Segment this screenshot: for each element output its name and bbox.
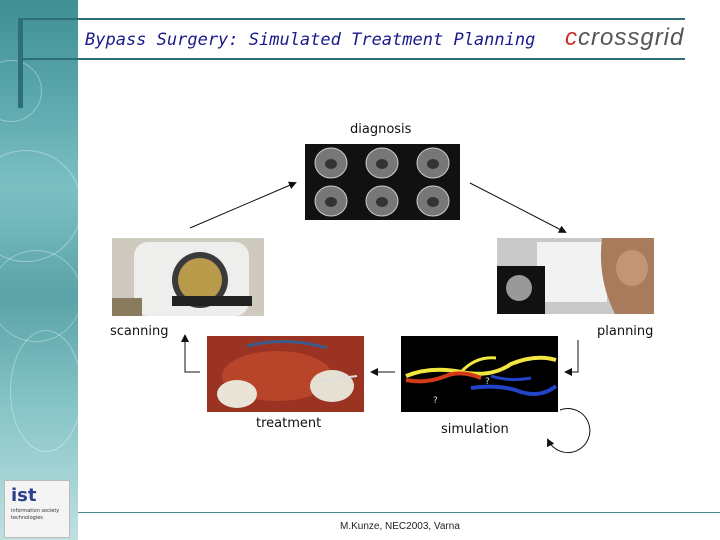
question-mark-2: ? — [433, 396, 438, 406]
question-mark-1: ? — [485, 377, 490, 387]
crossgrid-logo: ccrossgrid — [565, 24, 684, 52]
diagnosis-label: diagnosis — [350, 122, 411, 137]
title-rule-bottom — [20, 58, 685, 60]
slide-title: Bypass Surgery: Simulated Treatment Plan… — [85, 30, 535, 50]
surgery-image — [207, 336, 364, 412]
scanning-label: scanning — [110, 324, 168, 339]
arrow-treatment-to-scanning — [185, 340, 200, 372]
title-rule-vertical — [18, 18, 23, 108]
title-rule-top — [20, 18, 685, 20]
footer-citation: M.Kunze, NEC2003, Varna — [340, 521, 460, 532]
planning-label: planning — [597, 324, 653, 339]
arrow-planning-to-simulation-segment — [572, 340, 578, 372]
arrow-diagnosis-to-planning — [470, 183, 565, 232]
simulation-image: ? ? — [401, 336, 558, 412]
ct-scan-image — [305, 144, 460, 220]
footer-rule — [78, 512, 720, 513]
arrow-scanning-to-diagnosis — [190, 183, 295, 228]
ist-logo: ist information society technologies — [4, 480, 70, 538]
decorative-sidebar — [0, 0, 78, 540]
simulation-loop-arrow — [548, 409, 590, 453]
planning-image — [497, 238, 654, 314]
treatment-label: treatment — [256, 416, 321, 431]
simulation-label: simulation — [441, 422, 509, 437]
ct-scanner-image — [112, 238, 264, 316]
